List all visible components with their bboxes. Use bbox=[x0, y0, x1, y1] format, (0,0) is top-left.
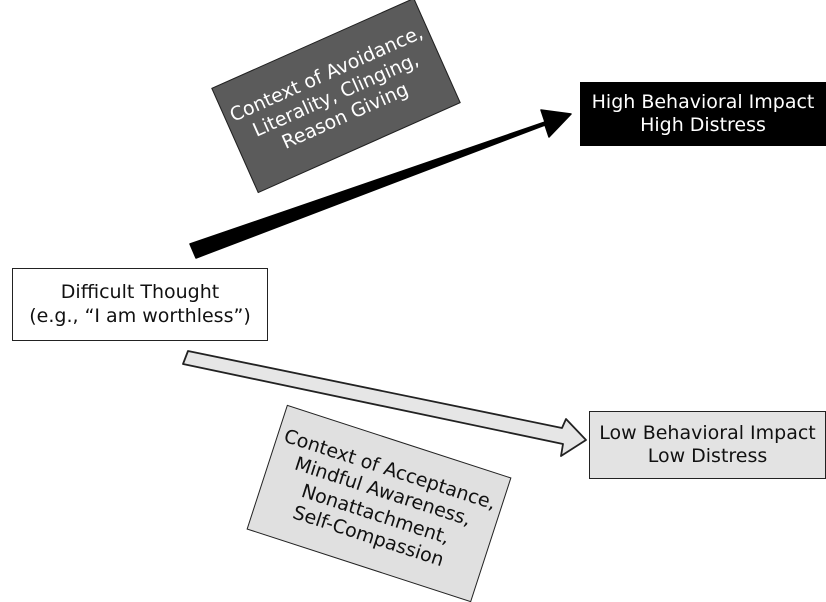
low-impact-box: Low Behavioral Impact Low Distress bbox=[589, 411, 826, 479]
difficult-thought-title: Difficult Thought bbox=[60, 281, 220, 304]
arrow-to-high-impact bbox=[189, 109, 572, 259]
high-impact-line-1: High Behavioral Impact bbox=[591, 90, 815, 113]
low-impact-line-1: Low Behavioral Impact bbox=[599, 421, 816, 444]
arrow-to-low-impact bbox=[182, 350, 587, 457]
low-impact-line-2: Low Distress bbox=[647, 445, 768, 467]
difficult-thought-box: Difficult Thought (e.g., “I am worthless… bbox=[12, 268, 268, 341]
high-impact-box: High Behavioral Impact High Distress bbox=[580, 82, 826, 146]
high-impact-line-2: High Distress bbox=[640, 114, 766, 136]
difficult-thought-example: (e.g., “I am worthless”) bbox=[29, 304, 251, 327]
